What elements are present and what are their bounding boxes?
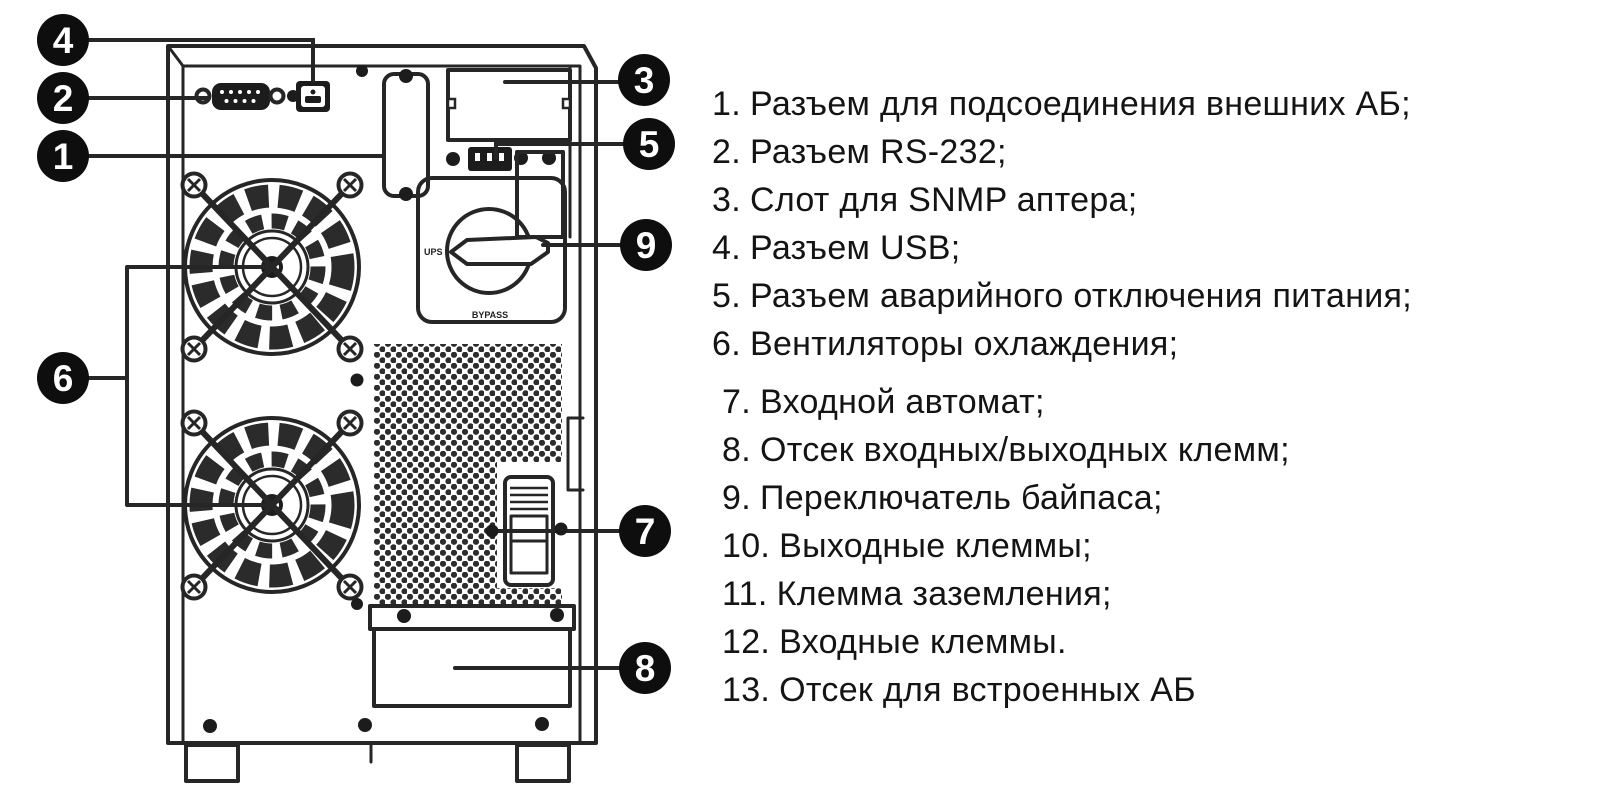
- svg-text:8: 8: [635, 648, 656, 689]
- svg-text:2: 2: [53, 78, 74, 119]
- callout-bubble-9: 9: [620, 219, 672, 271]
- callout-bubble-6: 6: [37, 352, 89, 404]
- rs232-connector: [194, 83, 299, 110]
- legend-item-8: 8.Отсек входных/выходных клемм;: [722, 431, 1290, 469]
- callout-bubble-2: 2: [37, 72, 89, 124]
- legend-item-12: 12.Входные клеммы.: [722, 623, 1067, 661]
- legend-list: 1.Разъем для подсоединения внешних АБ; 2…: [712, 80, 1412, 714]
- legend-item-5: 5.Разъем аварийного отключения питания;: [712, 277, 1413, 315]
- callout-bubble-3: 3: [618, 54, 670, 106]
- legend-item-1: 1.Разъем для подсоединения внешних АБ;: [712, 85, 1411, 123]
- ups-rear-panel-diagram: UPS BYPASS: [37, 14, 675, 783]
- callout-line-5: [494, 142, 625, 160]
- battery-connector-cover: [382, 69, 430, 201]
- svg-text:6: 6: [53, 358, 74, 399]
- legend-item-2: 2.Разъем RS-232;: [712, 133, 1007, 171]
- callout-line-4: [87, 38, 315, 83]
- epo-connector: [446, 147, 556, 171]
- callout-bubble-8: 8: [619, 642, 671, 694]
- callout-bubble-4: 4: [37, 14, 89, 66]
- legend-item-7: 7.Входной автомат;: [722, 383, 1045, 421]
- callout-bubbles: 4 2 1 6 3 5 9: [37, 14, 675, 694]
- switch-bypass-label: BYPASS: [472, 310, 508, 320]
- legend-item-4: 4.Разъем USB;: [712, 229, 961, 267]
- callout-bubble-5: 5: [623, 118, 675, 170]
- callout-lines: [87, 38, 625, 670]
- legend-item-10: 10.Выходные клеммы;: [722, 527, 1092, 565]
- callout-line-6: [87, 265, 272, 507]
- legend-item-13: 13.Отсек для встроенных АБ: [722, 671, 1196, 709]
- svg-text:4: 4: [53, 20, 74, 61]
- panel-screws: [203, 65, 549, 733]
- switch-ups-label: UPS: [424, 247, 443, 257]
- legend-item-11: 11.Клемма заземления;: [722, 575, 1112, 613]
- svg-text:5: 5: [639, 124, 660, 165]
- callout-bubble-7: 7: [619, 505, 671, 557]
- bypass-switch: UPS BYPASS: [416, 150, 567, 324]
- terminal-cover: [368, 604, 576, 708]
- svg-text:1: 1: [53, 136, 74, 177]
- chassis-feet: [184, 743, 571, 783]
- legend-item-9: 9.Переключатель байпаса;: [722, 479, 1163, 517]
- svg-text:3: 3: [634, 60, 655, 101]
- svg-text:9: 9: [636, 225, 657, 266]
- usb-port: [296, 81, 330, 112]
- legend-item-3: 3.Слот для SNMP аптера;: [712, 181, 1138, 219]
- callout-bubble-1: 1: [37, 130, 89, 182]
- legend-item-6: 6.Вентиляторы охлаждения;: [712, 325, 1179, 363]
- snmp-slot: [446, 68, 572, 142]
- svg-text:7: 7: [635, 511, 656, 552]
- vent-mesh: [374, 344, 562, 606]
